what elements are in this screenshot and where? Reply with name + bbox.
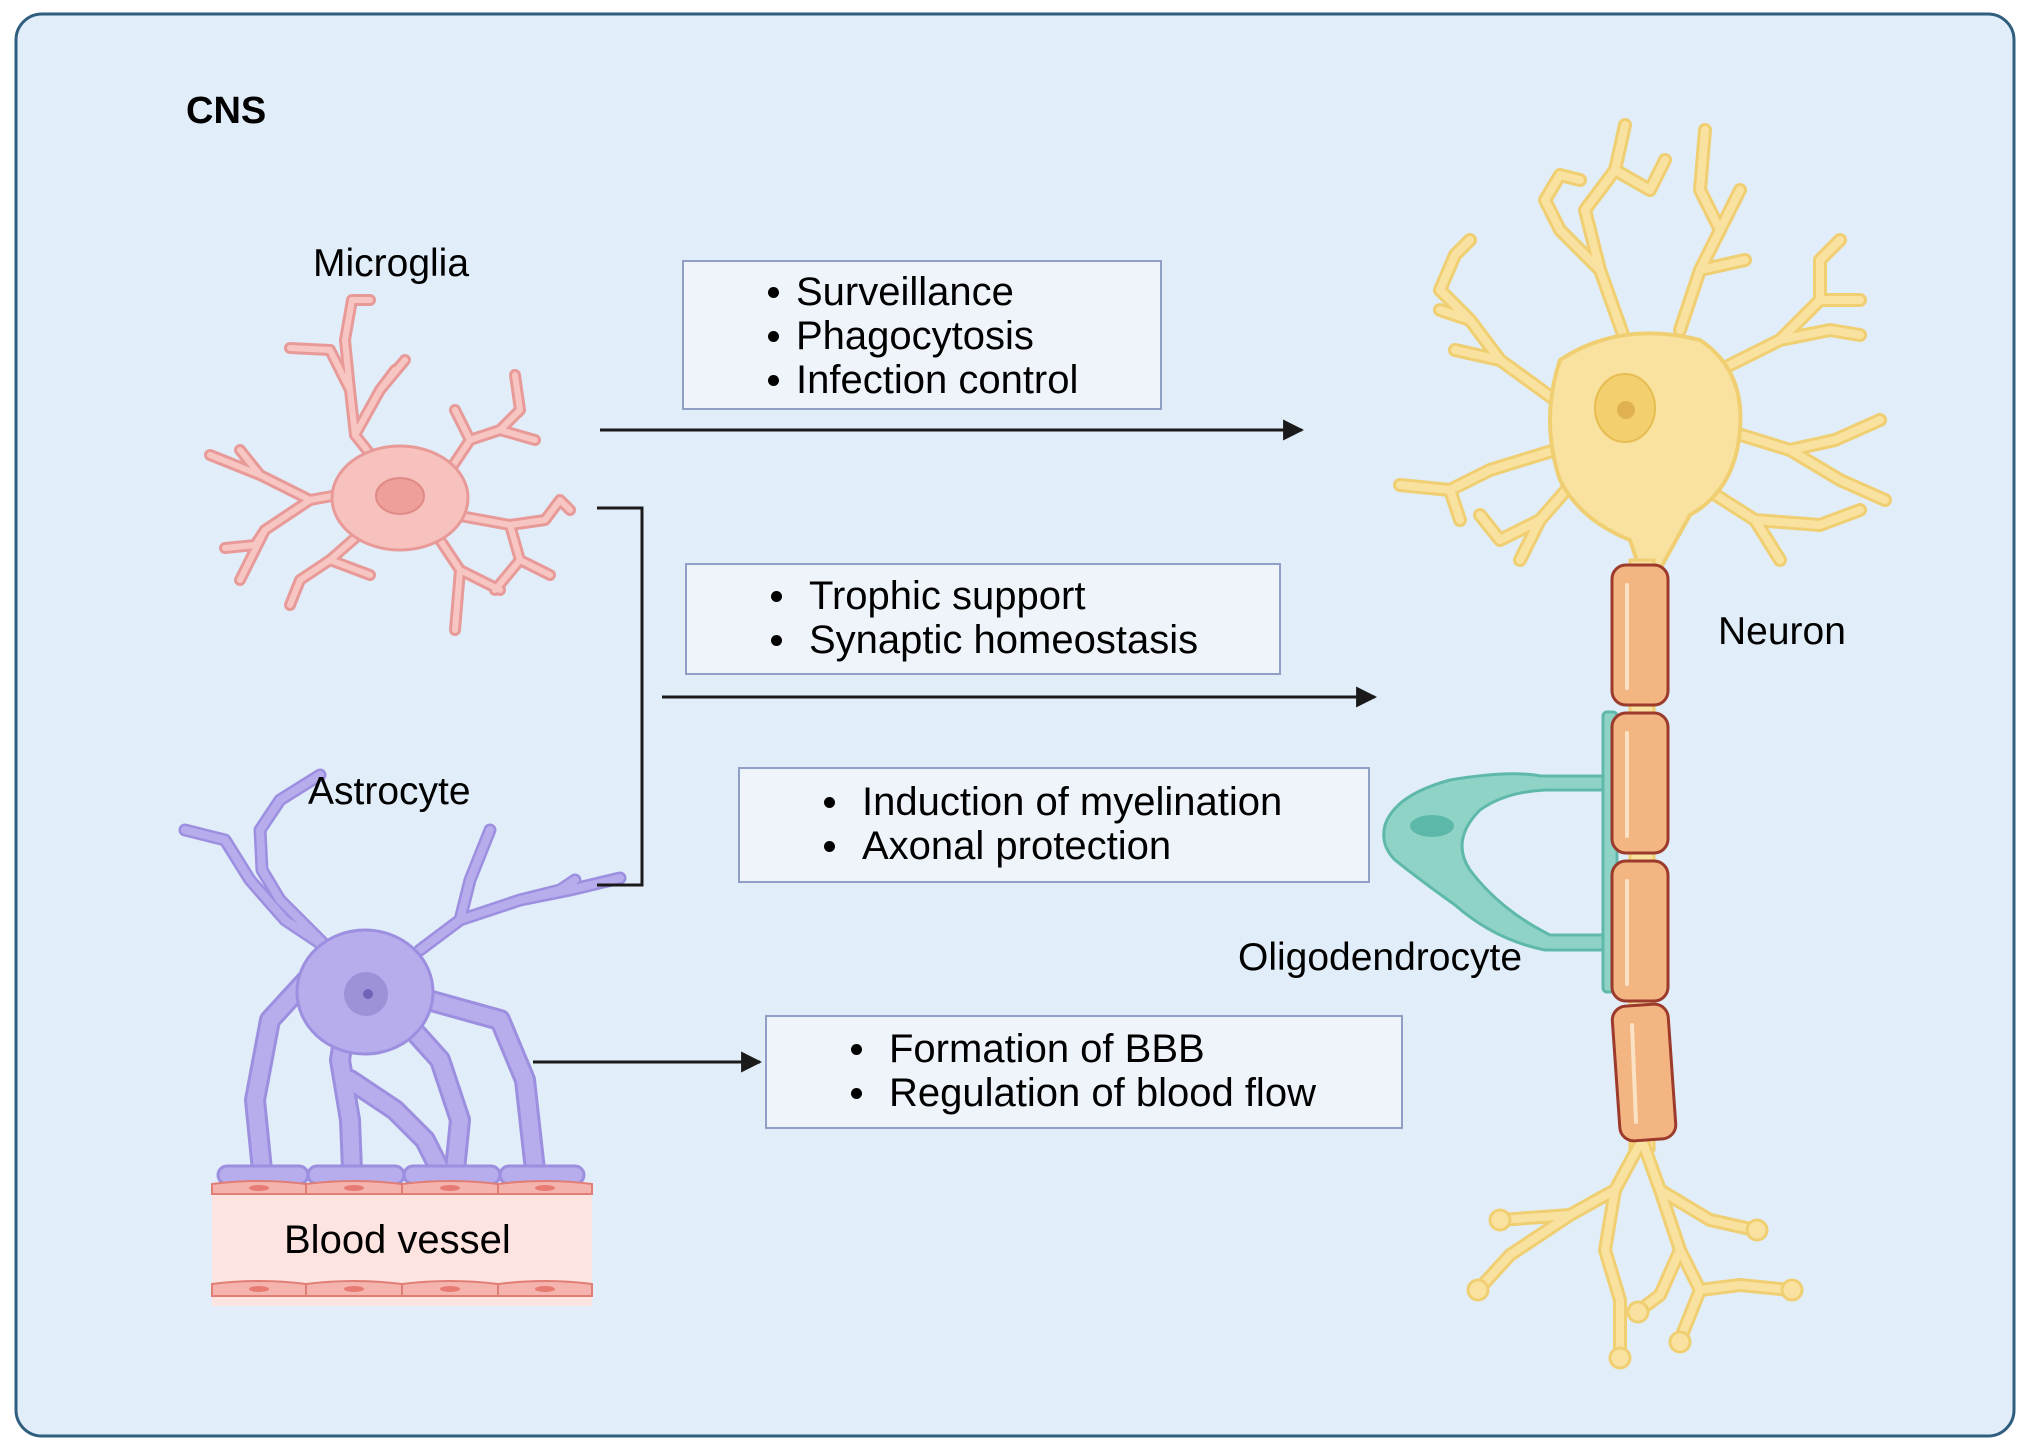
shared-functions-box: Trophic support Synaptic homeostasis — [685, 563, 1281, 675]
glia-bracket — [597, 506, 644, 887]
function-item: Infection control — [684, 358, 1160, 402]
axon-terminals — [1471, 1133, 1797, 1362]
microglia-nucleus — [375, 477, 425, 515]
synaptic-boutons — [1466, 1208, 1804, 1370]
astrocyte-nucleolus — [363, 989, 373, 999]
panel-title: CNS — [186, 90, 267, 132]
function-item: Phagocytosis — [684, 314, 1160, 358]
function-item: Regulation of blood flow — [767, 1071, 1401, 1115]
neuron-dendrites — [1393, 118, 1892, 567]
neuron-label: Neuron — [1718, 610, 1846, 653]
myelin-highlights — [1625, 583, 1638, 1124]
function-item: Axonal protection — [740, 824, 1368, 868]
microglia-label: Microglia — [313, 242, 470, 285]
oligodendrocyte-functions-box: Induction of myelination Axonal protecti… — [738, 767, 1370, 883]
function-item: Trophic support — [687, 574, 1279, 618]
microglia-functions-box: Surveillance Phagocytosis Infection cont… — [682, 260, 1162, 410]
astrocyte-cell — [178, 768, 627, 1181]
microglia-cell — [204, 294, 576, 636]
blood-vessel-label: Blood vessel — [284, 1218, 511, 1262]
astrocyte-label: Astrocyte — [308, 770, 471, 813]
function-item: Surveillance — [684, 270, 1160, 314]
astrocyte-vascular-functions-box: Formation of BBB Regulation of blood flo… — [765, 1015, 1403, 1129]
function-item: Formation of BBB — [767, 1027, 1401, 1071]
oligodendrocyte-nucleus — [1410, 815, 1454, 837]
endothelial-nuclei — [249, 1185, 555, 1292]
neuron-nucleolus — [1617, 401, 1635, 419]
function-item: Induction of myelination — [740, 780, 1368, 824]
function-item: Synaptic homeostasis — [687, 618, 1279, 662]
oligodendrocyte-label: Oligodendrocyte — [1238, 936, 1523, 979]
